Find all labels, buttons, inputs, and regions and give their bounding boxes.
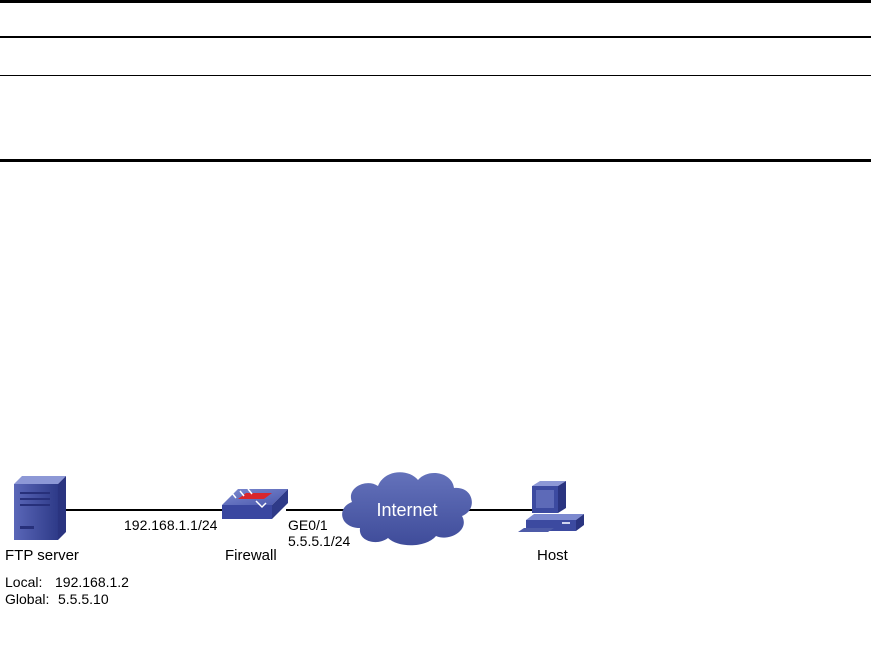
firewall-inside-ip: 192.168.1.1/24 (124, 517, 218, 533)
local-label: Local: (5, 574, 43, 590)
firewall-label: Firewall (225, 547, 277, 564)
firewall-outside-ip: 5.5.5.1/24 (288, 533, 351, 549)
internet-cloud-icon: Internet (342, 472, 472, 546)
server-icon (14, 476, 66, 540)
firewall-icon (222, 488, 288, 519)
host-label: Host (537, 547, 568, 564)
table-bottom-rule (0, 159, 871, 162)
table-header-rule (0, 36, 871, 38)
global-ip: 5.5.5.10 (58, 591, 109, 607)
top-rule (0, 0, 871, 3)
local-ip: 192.168.1.2 (55, 574, 129, 590)
global-label: Global: (5, 591, 50, 607)
table-row-rule (0, 75, 871, 76)
firewall-interface: GE0/1 (288, 517, 328, 533)
host-computer-icon (518, 481, 584, 532)
ftp-server-label: FTP server (5, 547, 79, 564)
internet-label: Internet (376, 500, 437, 520)
